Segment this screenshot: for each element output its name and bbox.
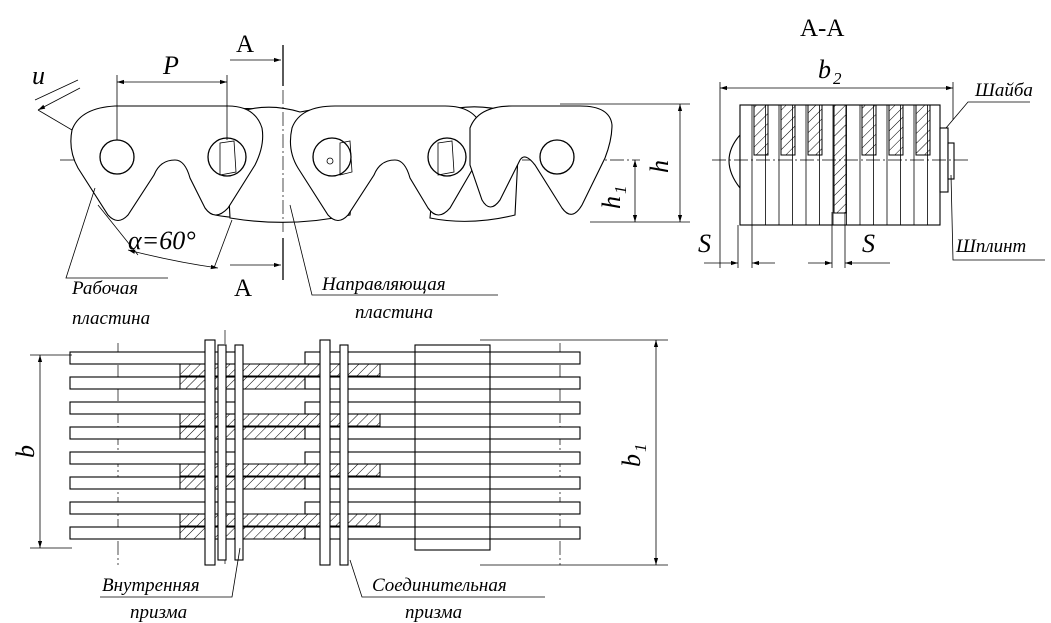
side-view: P u h h 1 α=60° A A Рабочая пласти — [32, 31, 690, 329]
svg-text:h: h — [597, 196, 626, 209]
top-plate — [304, 451, 581, 465]
washer-label: Шайба — [974, 80, 1033, 101]
prism-section-hatch — [753, 104, 769, 156]
inner-prism-label-2: призма — [130, 602, 187, 623]
prism-bar — [217, 344, 227, 561]
hinge-hole — [539, 139, 575, 175]
prism-section-hatch — [807, 104, 823, 156]
working-plate-leader — [65, 187, 168, 279]
section-a-a-view: А-А b 2 Шайба Шплинт S S — [698, 15, 1045, 268]
top-view-plates — [69, 339, 581, 566]
s-left-label: S — [698, 229, 711, 258]
svg-text:1: 1 — [631, 444, 650, 453]
prism-bar — [204, 339, 216, 566]
section-plates — [751, 104, 931, 225]
connecting-prism-label-2: призма — [405, 602, 462, 623]
b2-label: b 2 — [818, 55, 842, 88]
inner-prism-label-1: Внутренняя — [102, 575, 200, 596]
svg-text:1: 1 — [611, 186, 630, 195]
prism-section-hatch — [861, 104, 877, 156]
cotter-pin — [947, 142, 955, 180]
prism-profile — [437, 140, 455, 176]
connecting-link-outline — [414, 344, 491, 551]
u-dimension-line — [37, 87, 81, 111]
working-plate-label-2: пластина — [72, 308, 150, 329]
b1-label: b 1 — [617, 444, 650, 468]
svg-text:2: 2 — [833, 69, 842, 88]
angle-arc — [127, 249, 219, 270]
top-plate — [304, 476, 581, 490]
prism-section-hatch — [780, 104, 796, 156]
u-label: u — [32, 61, 45, 90]
cotter-label: Шплинт — [955, 236, 1026, 257]
working-plate-label-1: Рабочая — [71, 278, 138, 299]
prism-section-hatch — [888, 104, 904, 156]
section-marker-top: A — [236, 31, 254, 58]
center-plate-hatch — [833, 104, 847, 214]
inner-prism-leader — [100, 547, 241, 598]
cotter-leader — [950, 174, 1045, 261]
hinge-hole — [427, 137, 467, 177]
u-extension — [34, 79, 79, 101]
connecting-prism-label-1: Соединительная — [372, 575, 507, 596]
guide-plate-label-2: пластина — [355, 302, 433, 323]
guide-plate-leader — [289, 204, 498, 296]
section-marker-bottom: A — [234, 275, 252, 302]
prism-profile — [339, 140, 353, 176]
b-label: b — [11, 445, 40, 458]
working-plate — [289, 105, 484, 222]
height-label: h — [645, 160, 674, 173]
top-plate — [304, 526, 581, 540]
working-plate — [70, 105, 264, 222]
prism-bar — [319, 339, 331, 566]
s-right-label: S — [862, 229, 875, 258]
top-view: b b 1 Внутренняя призма Соединительная п… — [11, 330, 668, 623]
washer-leader — [945, 101, 1030, 129]
top-plate — [304, 376, 581, 390]
svg-text:b: b — [818, 55, 831, 84]
top-plate — [304, 426, 581, 440]
guide-plate-label-1: Направляющая — [321, 274, 446, 295]
working-plate — [469, 105, 613, 215]
prism-section-hatch — [915, 104, 931, 156]
connecting-prism-leader — [349, 559, 545, 598]
prism-bar — [234, 344, 244, 561]
svg-text:b: b — [617, 454, 646, 467]
prism-bar — [339, 344, 349, 566]
pitch-label: P — [162, 51, 179, 80]
top-plate — [304, 351, 581, 365]
top-plate — [304, 401, 581, 415]
angle-label: α=60° — [128, 226, 196, 255]
top-plate — [304, 501, 581, 515]
centre-mark — [326, 157, 334, 165]
pin-head — [728, 133, 741, 190]
h1-label: h 1 — [597, 186, 630, 210]
section-title: А-А — [800, 15, 844, 42]
prism-profile — [219, 140, 237, 176]
